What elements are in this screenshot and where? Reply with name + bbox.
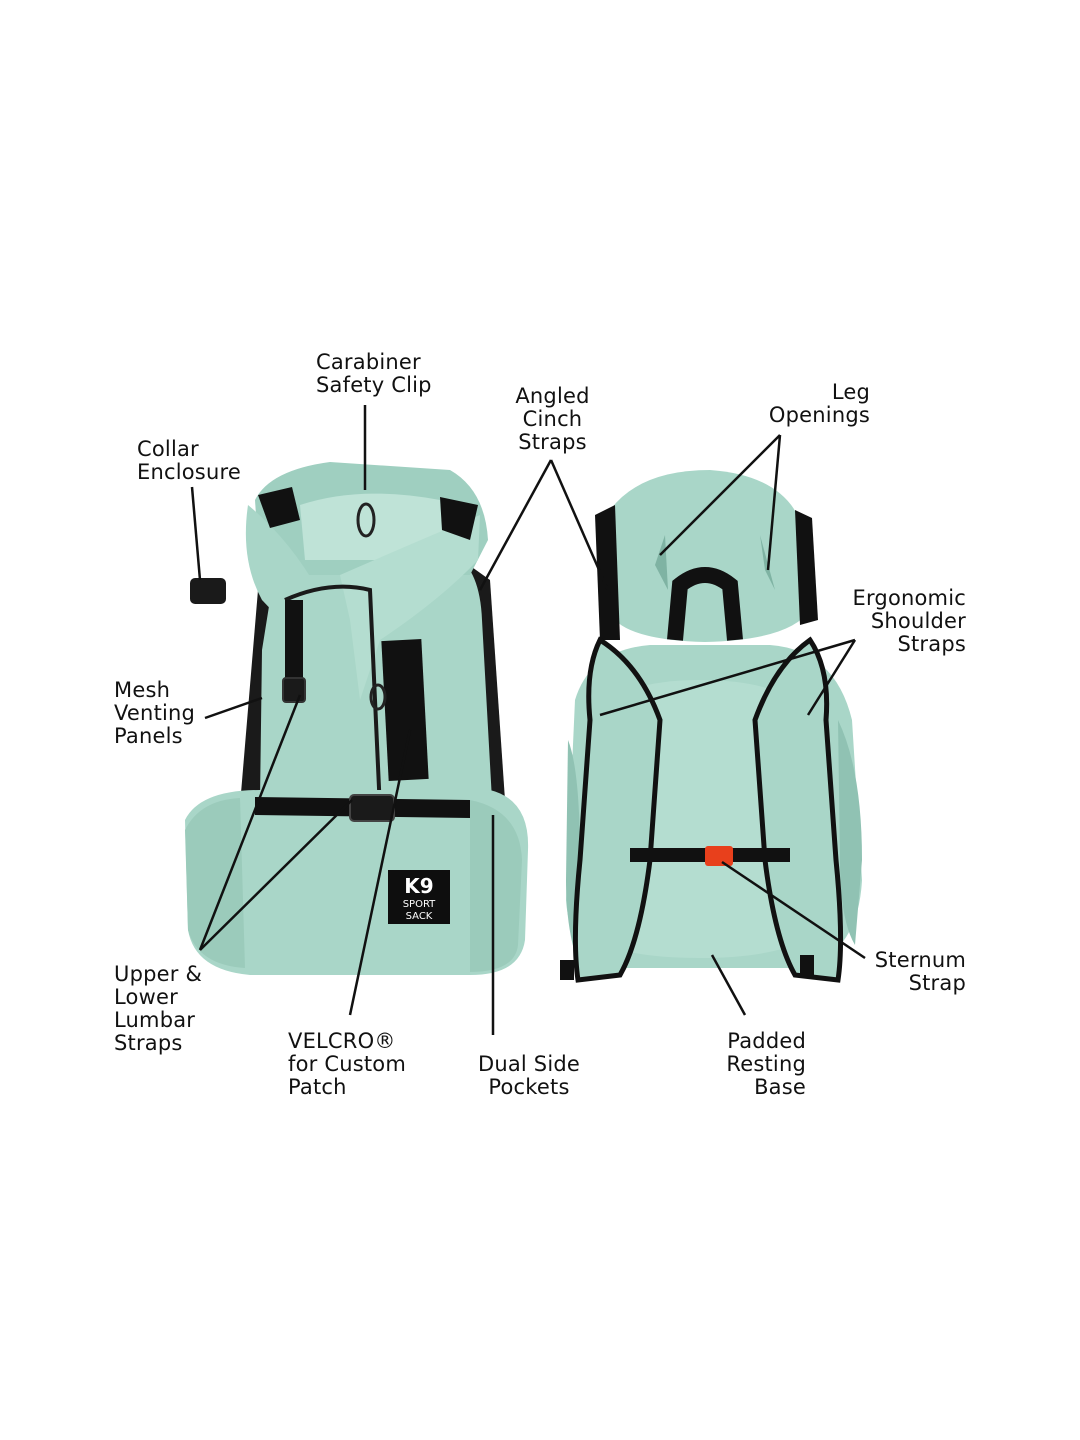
logo-line-3: SACK (406, 911, 433, 922)
callout-line: Dual Side (477, 1052, 581, 1076)
callout-padded-resting-base: Padded Resting Base (700, 1030, 806, 1099)
callout-line: Pockets (488, 1075, 570, 1099)
callout-line: Openings (768, 403, 870, 427)
callout-line: Angled (515, 384, 590, 408)
callout-dual-side-pockets: Dual Side Pockets (470, 1053, 588, 1099)
logo-line-2: SPORT (403, 899, 436, 910)
callout-line: for Custom (288, 1052, 407, 1076)
sternum-buckle (705, 846, 733, 866)
callout-ergonomic-shoulder-straps: Ergonomic Shoulder Straps (820, 587, 966, 656)
back-hood (608, 470, 810, 642)
logo-line-1: K9 (404, 874, 433, 898)
callout-line: Collar (137, 437, 199, 461)
callout-line: Straps (897, 632, 966, 656)
callout-line: Lower (114, 985, 178, 1009)
callout-sternum-strap: Sternum Strap (860, 949, 966, 995)
front-buckle (282, 677, 306, 703)
callout-line: Panels (114, 724, 183, 748)
callout-line: Sternum (874, 948, 966, 972)
callout-line: Venting (114, 701, 196, 725)
carabiner-icon (356, 502, 376, 538)
callout-collar-enclosure: Collar Enclosure (137, 438, 241, 484)
callout-angled-cinch-straps: Angled Cinch Straps (505, 385, 600, 454)
callout-line: Mesh (114, 678, 171, 702)
lumbar-buckle (349, 794, 395, 822)
callout-lumbar-straps: Upper & Lower Lumbar Straps (114, 963, 202, 1055)
callout-line: Resting (726, 1052, 806, 1076)
callout-line: Lumbar (114, 1008, 196, 1032)
callout-leg-openings: Leg Openings (740, 381, 870, 427)
callout-line: Base (754, 1075, 806, 1099)
front-view: K9 SPORT SACK (185, 462, 529, 975)
callout-line: Ergonomic (852, 586, 966, 610)
callout-line: Padded (727, 1029, 806, 1053)
callout-carabiner-safety-clip: Carabiner Safety Clip (316, 351, 432, 397)
callout-line: VELCRO® (288, 1029, 396, 1053)
front-pouch (185, 790, 529, 975)
callout-line: Cinch (522, 407, 583, 431)
front-body (260, 555, 492, 800)
callout-line: Patch (288, 1075, 347, 1099)
shoulder-strap-right (752, 636, 844, 983)
callout-line: Carabiner (316, 350, 421, 374)
callout-line: Shoulder (870, 609, 966, 633)
top-handle (667, 567, 743, 641)
callout-mesh-venting-panels: Mesh Venting Panels (114, 679, 195, 748)
callout-line: Safety Clip (316, 373, 432, 397)
velcro-patch (381, 639, 429, 781)
callout-line: Strap (908, 971, 966, 995)
callout-line: Straps (518, 430, 587, 454)
shoulder-strap-left (572, 636, 663, 983)
collar-clip (190, 578, 226, 604)
callout-line: Enclosure (137, 460, 241, 484)
back-view (560, 470, 862, 983)
callout-line: Straps (114, 1031, 183, 1055)
brand-logo: K9 SPORT SACK (388, 870, 450, 924)
collar-flap-right (340, 515, 480, 700)
callout-line: Leg (831, 380, 870, 404)
callout-velcro-patch: VELCRO® for Custom Patch (288, 1030, 406, 1099)
callout-line: Upper & (114, 962, 203, 986)
leader-lines (190, 405, 866, 1035)
